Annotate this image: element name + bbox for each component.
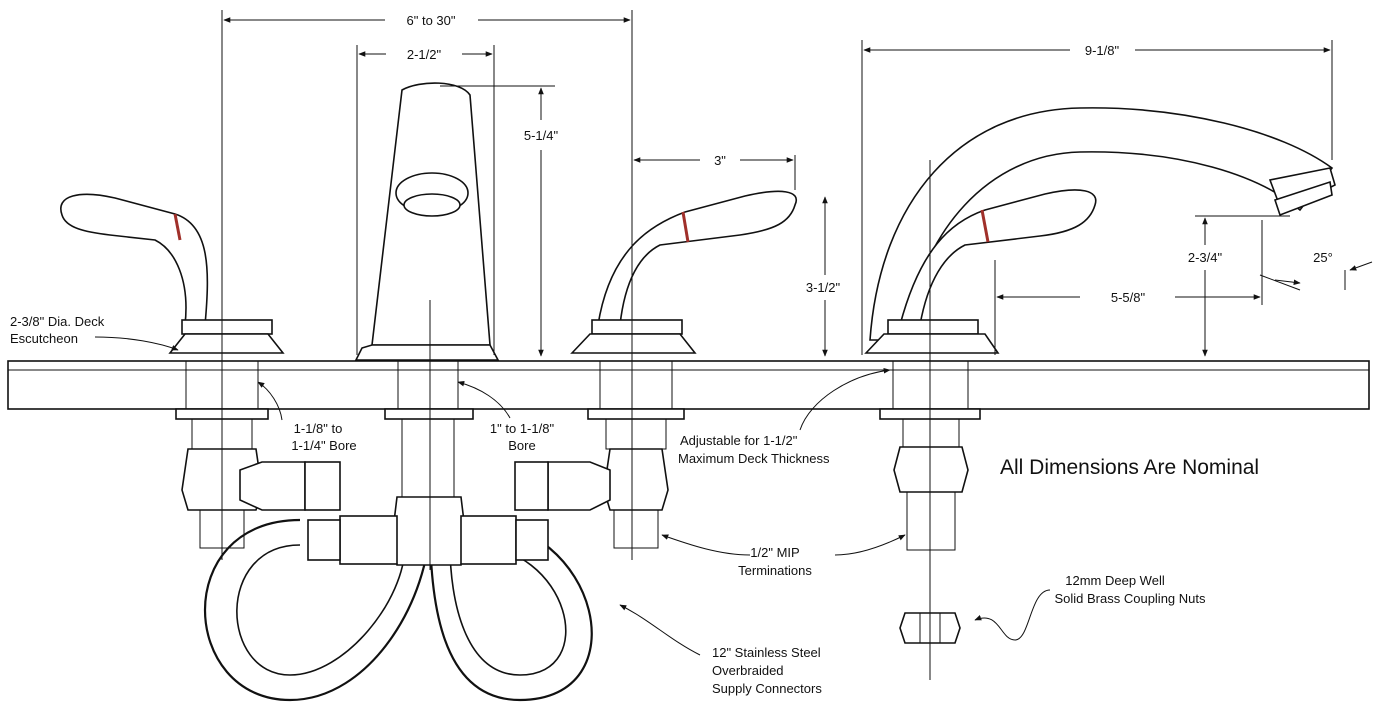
center-spout xyxy=(307,82,549,566)
deck-label-line1: Adjustable for 1-1/2" xyxy=(680,433,798,448)
deck xyxy=(7,360,1370,410)
escutcheon-label-line2: Escutcheon xyxy=(10,331,78,346)
extension-lines xyxy=(221,10,1346,680)
dim-handle-reach: 3" xyxy=(714,153,726,168)
dim-spout-base: 2-1/2" xyxy=(407,47,442,62)
bore-a-label-line1: 1-1/8" to xyxy=(294,421,343,436)
leader-lines xyxy=(94,336,1051,656)
dim-tub-spout-length: 9-1/8" xyxy=(1085,43,1120,58)
connectors-label-line3: Supply Connectors xyxy=(712,681,822,696)
mip-label-line1: 1/2" MIP xyxy=(750,545,799,560)
bore-a-label-line2: 1-1/4" Bore xyxy=(291,438,356,453)
connectors-label-line1: 12" Stainless Steel xyxy=(712,645,821,660)
left-handle-valve xyxy=(60,193,341,549)
escutcheon-label-line1: 2-3/8" Dia. Deck xyxy=(10,314,105,329)
nuts-label-line1: 12mm Deep Well xyxy=(1065,573,1165,588)
deck-label-line2: Maximum Deck Thickness xyxy=(678,451,830,466)
tub-spout-side-view xyxy=(864,107,1336,551)
dimension-arrows xyxy=(223,17,1373,357)
nuts-label-line2: Solid Brass Coupling Nuts xyxy=(1054,591,1206,606)
dim-spread: 6" to 30" xyxy=(407,13,456,28)
right-handle-valve xyxy=(514,190,798,549)
mip-label-line2: Terminations xyxy=(738,563,812,578)
dim-handle-height: 3-1/2" xyxy=(806,280,841,295)
bore-b-label-line2: Bore xyxy=(508,438,535,453)
callout-labels: 2-3/8" Dia. Deck Escutcheon 1-1/8" to 1-… xyxy=(10,314,1206,696)
dim-spout-clearance: 2-3/4" xyxy=(1188,250,1223,265)
dimension-labels: 6" to 30" 2-1/2" 5-1/4" 3" 3-1/2" 9-1/8"… xyxy=(407,13,1333,305)
dim-spout-angle: 25° xyxy=(1313,250,1333,265)
dim-spout-height: 5-1/4" xyxy=(524,128,559,143)
connectors-label-line2: Overbraided xyxy=(712,663,784,678)
nominal-dimensions-note: All Dimensions Are Nominal xyxy=(1000,456,1259,479)
bore-b-label-line1: 1" to 1-1/8" xyxy=(490,421,555,436)
dim-spout-reach: 5-5/8" xyxy=(1111,290,1146,305)
